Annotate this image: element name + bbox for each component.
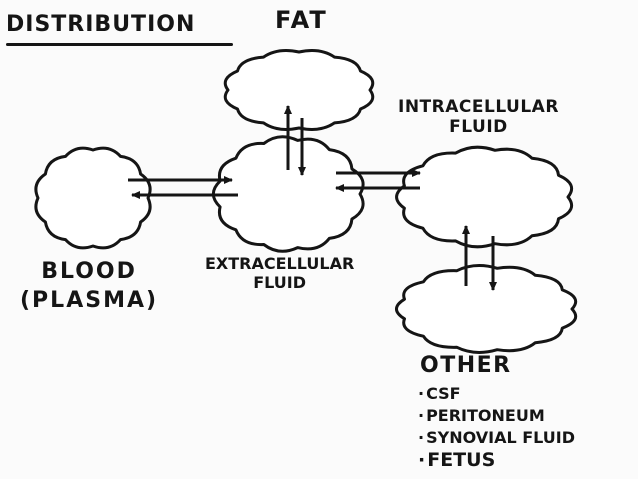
blood-label-line-1: BLOOD (41, 259, 137, 284)
extracellular-label-line-1: EXTRACELLULAR (205, 254, 355, 273)
other-item-peritoneum: PERITONEUM (418, 405, 575, 427)
other-item-synovial-fluid: SYNOVIAL FLUID (418, 427, 575, 449)
intracellular-label-line-2: FLUID (449, 116, 508, 137)
other-compartments-list: CSF PERITONEUM SYNOVIAL FLUID FETUS (418, 383, 575, 471)
other-item-fetus: FETUS (418, 449, 575, 471)
other-item-csf: CSF (418, 383, 575, 405)
diagram-title: DISTRIBUTION (6, 12, 196, 37)
title-underline (6, 43, 233, 46)
extracellular-fluid-label: EXTRACELLULAR FLUID (205, 254, 354, 292)
cloud-fat (223, 49, 375, 131)
intracellular-label-line-1: INTRACELLULAR (398, 97, 559, 117)
cloud-other (394, 264, 578, 354)
fat-label: FAT (275, 6, 328, 34)
blood-plasma-label: BLOOD (PLASMA) (20, 258, 158, 315)
cloud-intracellular (395, 145, 574, 249)
cloud-blood (34, 146, 152, 250)
other-label: OTHER (420, 353, 512, 378)
blood-label-line-2: (PLASMA) (20, 287, 159, 313)
intracellular-fluid-label: INTRACELLULAR FLUID (398, 97, 559, 137)
extracellular-label-line-2: FLUID (253, 273, 307, 293)
